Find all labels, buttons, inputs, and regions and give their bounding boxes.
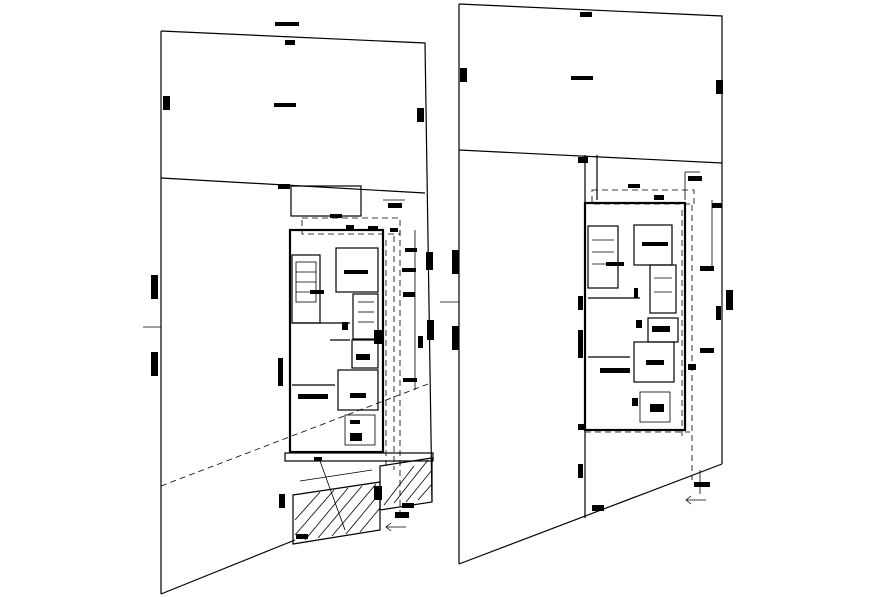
left-setback-line — [160, 383, 429, 487]
left-entry-arrow-icon — [385, 522, 406, 532]
right-plot-boundary — [440, 3, 723, 565]
left-plot-plan — [143, 22, 434, 595]
right-annotation-tags — [452, 12, 733, 511]
left-hatch-area — [294, 459, 433, 541]
left-building-outline — [288, 185, 405, 454]
right-service-lines — [585, 200, 713, 494]
left-plot-boundary — [143, 30, 433, 595]
right-building-outline — [583, 155, 700, 518]
right-interior-walls — [587, 224, 679, 423]
right-plot-plan — [440, 3, 733, 565]
left-annotation-tags — [151, 22, 434, 539]
right-entry-arrow-icon — [685, 495, 706, 505]
left-interior-walls — [291, 247, 379, 446]
left-front-yard — [284, 452, 434, 545]
left-service-lines — [385, 230, 416, 516]
